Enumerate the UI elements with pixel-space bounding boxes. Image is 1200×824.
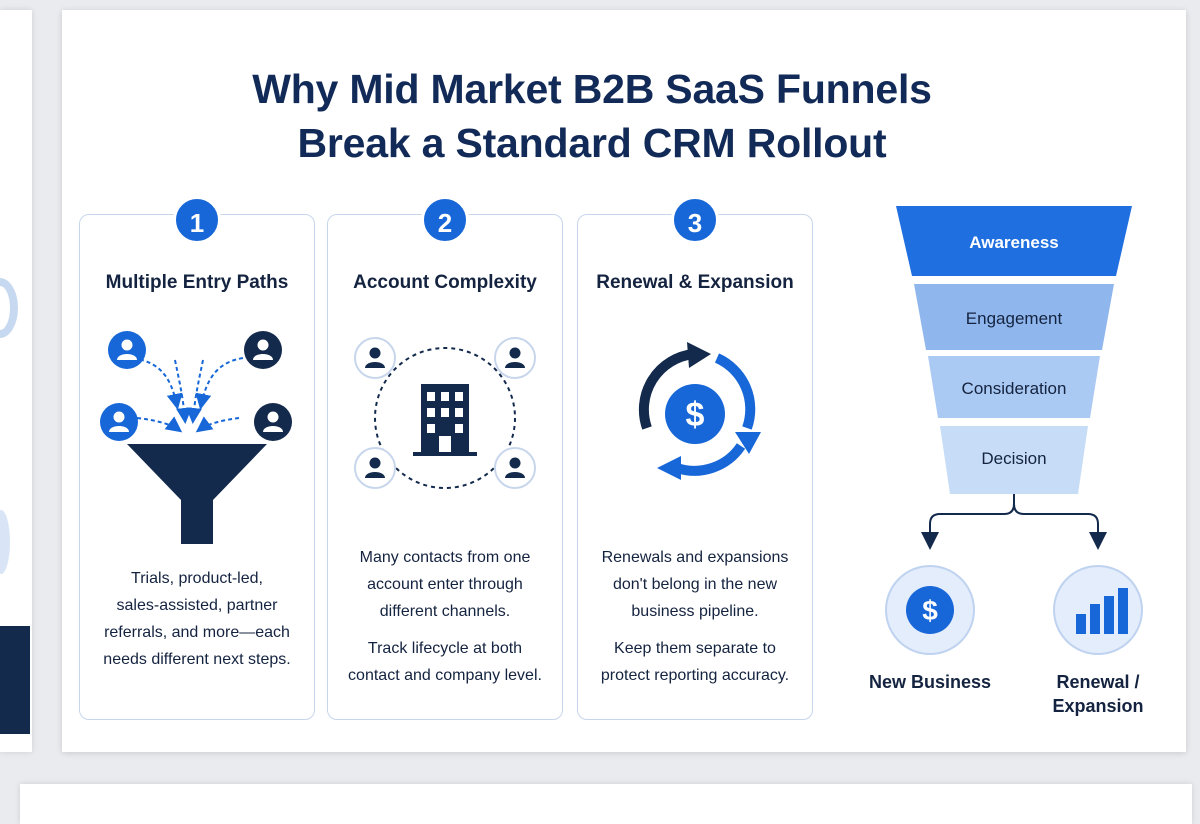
outcome-label-line: Expansion (1052, 696, 1144, 716)
funnel-stage-engagement: Engagement (914, 284, 1114, 350)
user-icon (354, 447, 396, 489)
description-line: Many contacts from one (359, 549, 531, 566)
sales-funnel: Awareness Engagement Consideration Decis… (896, 206, 1132, 494)
refresh-cycle-icon (638, 342, 761, 480)
column-heading: Renewal & Expansion (596, 272, 794, 293)
user-icon (100, 403, 138, 441)
user-icon (108, 331, 146, 369)
step-number-badge: 3 (671, 196, 719, 244)
description-line: Renewals and expansions (601, 549, 789, 566)
outcome-label-renewal-expansion: Renewal / Expansion (1018, 670, 1178, 718)
dollar-icon: $ (906, 586, 954, 634)
outcome-label-new-business: New Business (850, 670, 1010, 694)
stage-label: Awareness (969, 233, 1058, 252)
user-icon (254, 403, 292, 441)
column-description: Renewals and expansions don't belong in … (577, 544, 813, 689)
account-complexity-illustration (354, 337, 536, 489)
column-description: Trials, product-led, sales-assisted, par… (79, 565, 315, 673)
dashed-arrow-icon (132, 357, 244, 433)
svg-text:$: $ (922, 595, 938, 626)
bar-chart-icon (1076, 588, 1128, 634)
description-line: Track lifecycle at both (367, 640, 523, 657)
column-heading: Account Complexity (353, 272, 537, 293)
description-line: needs different next steps. (103, 651, 291, 668)
description-line: account enter through (367, 576, 523, 593)
stage-label: Decision (981, 449, 1046, 468)
description-line: Trials, product-led, (131, 570, 263, 587)
column-heading: Multiple Entry Paths (105, 272, 289, 293)
gear-icon (0, 278, 18, 338)
description-line: protect reporting accuracy. (600, 667, 790, 684)
step-number-badge: 2 (421, 196, 469, 244)
step-number-badge: 1 (173, 196, 221, 244)
dollar-icon: $ (665, 384, 725, 444)
previous-slide-panel (0, 10, 32, 752)
title-line-2: Break a Standard CRM Rollout (297, 120, 887, 166)
branch-connector (921, 494, 1107, 550)
renewal-cycle-illustration: $ (638, 342, 761, 480)
description-line: contact and company level. (348, 667, 542, 684)
user-icon (244, 331, 282, 369)
stage-label: Consideration (962, 379, 1067, 398)
description-line: referrals, and more—each (104, 624, 290, 641)
decorative-block (0, 626, 30, 734)
building-icon (413, 384, 477, 456)
column-description: Many contacts from one account enter thr… (327, 544, 563, 689)
description-line: business pipeline. (631, 603, 759, 620)
description-line: sales-assisted, partner (116, 597, 278, 614)
description-line: don't belong in the new (612, 576, 778, 593)
outcome-label-line: Renewal / (1056, 672, 1140, 692)
stage-label: Engagement (966, 309, 1063, 328)
funnel-icon (127, 444, 267, 544)
infographic-card: Why Mid Market B2B SaaS Funnels Break a … (62, 10, 1186, 752)
new-business-badge: $ (885, 565, 975, 655)
multiple-entry-funnel-illustration (100, 331, 292, 544)
funnel-stage-decision: Decision (940, 426, 1088, 494)
user-icon (494, 447, 536, 489)
user-icon (494, 337, 536, 379)
decorative-shape (0, 510, 10, 574)
description-line: different channels. (379, 603, 511, 620)
renewal-expansion-badge (1053, 565, 1143, 655)
outcome-label-line: New Business (868, 672, 992, 692)
description-line: Keep them separate to (614, 640, 776, 657)
user-icon (354, 337, 396, 379)
funnel-stage-consideration: Consideration (928, 356, 1100, 418)
next-slide-panel (20, 784, 1192, 824)
page-title: Why Mid Market B2B SaaS Funnels Break a … (62, 62, 1122, 170)
svg-text:$: $ (686, 396, 705, 434)
title-line-1: Why Mid Market B2B SaaS Funnels (252, 66, 932, 112)
funnel-stage-awareness: Awareness (896, 206, 1132, 276)
